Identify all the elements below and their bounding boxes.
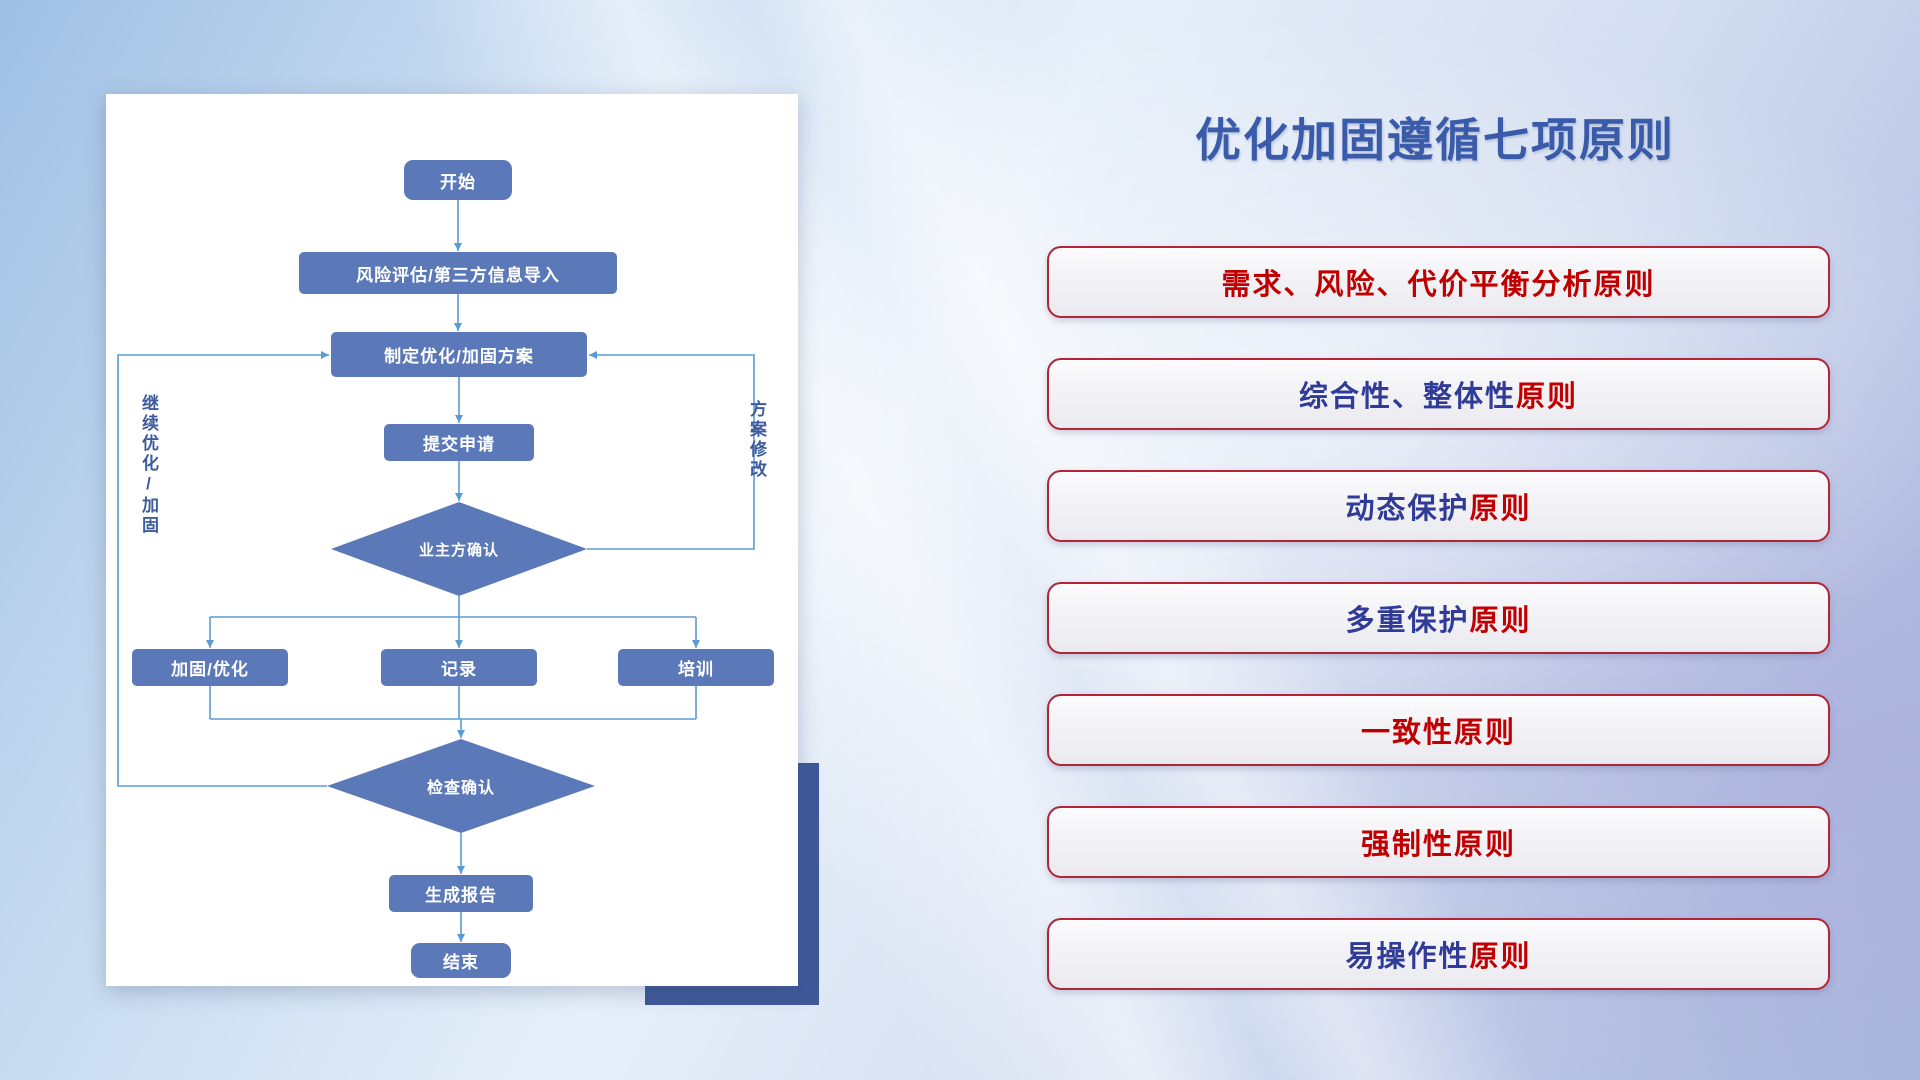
loop-label-continue-optimize: 继续优化/加固 [139,394,158,536]
principle-text-tail: 原则 [1454,717,1517,749]
principle-box-1: 需求、风险、代价平衡分析原则 [1047,246,1830,318]
principle-box-5: 一致性原则 [1047,694,1830,766]
flow-node-submit: 提交申请 [384,424,534,461]
flow-node-risk-import: 风险评估/第三方信息导入 [299,252,617,294]
principle-text-lead: 多重保护 [1345,605,1470,637]
principle-text-tail: 原则 [1593,269,1656,301]
principle-text-lead: 需求、风险、代价平衡分析 [1221,269,1594,301]
flow-node-record: 记录 [381,649,537,686]
flow-node-training: 培训 [618,649,774,686]
loop-label-plan-modify: 方案修改 [747,400,766,480]
flow-node-start: 开始 [404,160,512,200]
principle-text-lead: 易操作性 [1345,941,1470,973]
principles-list: 需求、风险、代价平衡分析原则 综合性、整体性原则 动态保护原则 多重保护原则 一… [1047,246,1830,990]
page-title: 优化加固遵循七项原则 [1195,114,1675,166]
principle-box-3: 动态保护原则 [1047,470,1830,542]
principle-text-tail: 原则 [1516,381,1579,413]
principle-text-lead: 强制性 [1360,829,1454,861]
principle-text-lead: 综合性、整体性 [1298,381,1516,413]
principle-text-tail: 原则 [1454,829,1517,861]
flow-node-plan: 制定优化/加固方案 [331,332,587,377]
connector-lines [117,200,755,942]
principle-box-4: 多重保护原则 [1047,582,1830,654]
principle-box-2: 综合性、整体性原则 [1047,358,1830,430]
principle-text-tail: 原则 [1469,493,1532,525]
principle-text-tail: 原则 [1469,605,1532,637]
flowchart-connectors [117,200,755,942]
principle-text-lead: 动态保护 [1345,493,1470,525]
principle-text-tail: 原则 [1469,941,1532,973]
principle-text-lead: 一致性 [1360,717,1454,749]
flowchart-card: 开始 风险评估/第三方信息导入 制定优化/加固方案 提交申请 业主方确认 加固/… [106,94,798,986]
principle-box-6: 强制性原则 [1047,806,1830,878]
flow-node-reinforce: 加固/优化 [132,649,288,686]
flow-node-end: 结束 [411,943,511,978]
principle-box-7: 易操作性原则 [1047,918,1830,990]
flow-node-report: 生成报告 [389,875,533,912]
